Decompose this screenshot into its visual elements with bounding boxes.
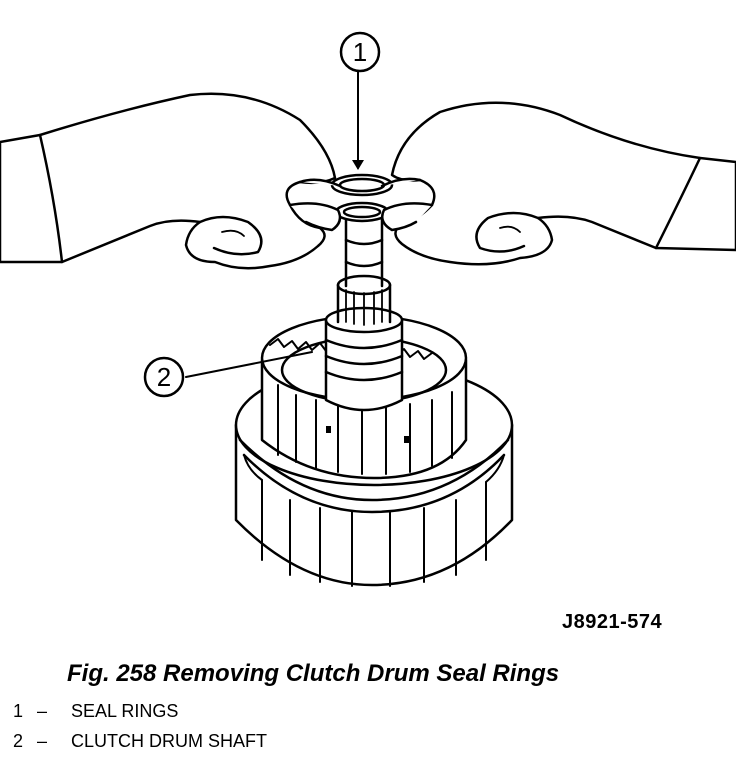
clutch-drum-shaft	[324, 213, 404, 412]
callout-2: 2	[143, 356, 185, 398]
callout-1-label: 1	[353, 37, 367, 67]
legend-number: 1	[13, 701, 24, 721]
callout-leaders	[185, 71, 359, 378]
legend-item: 1 – SEAL RINGS	[13, 696, 267, 726]
legend-dash: –	[37, 701, 48, 721]
figure-caption: Fig. 258 Removing Clutch Drum Seal Rings	[67, 660, 560, 687]
legend-item: 2 – CLUTCH DRUM SHAFT	[13, 726, 267, 756]
callout-2-label: 2	[157, 362, 171, 392]
left-hand	[0, 92, 342, 270]
clutch-drum-illustration: 1 2	[0, 31, 736, 587]
legend-text: CLUTCH DRUM SHAFT	[71, 731, 267, 751]
legend-number: 2	[13, 731, 24, 751]
figure-id: J8921-574	[562, 611, 663, 633]
legend: 1 – SEAL RINGS 2 – CLUTCH DRUM SHAFT	[13, 696, 267, 756]
right-hand	[380, 101, 736, 266]
legend-dash: –	[37, 731, 48, 751]
legend-text: SEAL RINGS	[71, 701, 179, 721]
callout-1: 1	[339, 31, 381, 73]
